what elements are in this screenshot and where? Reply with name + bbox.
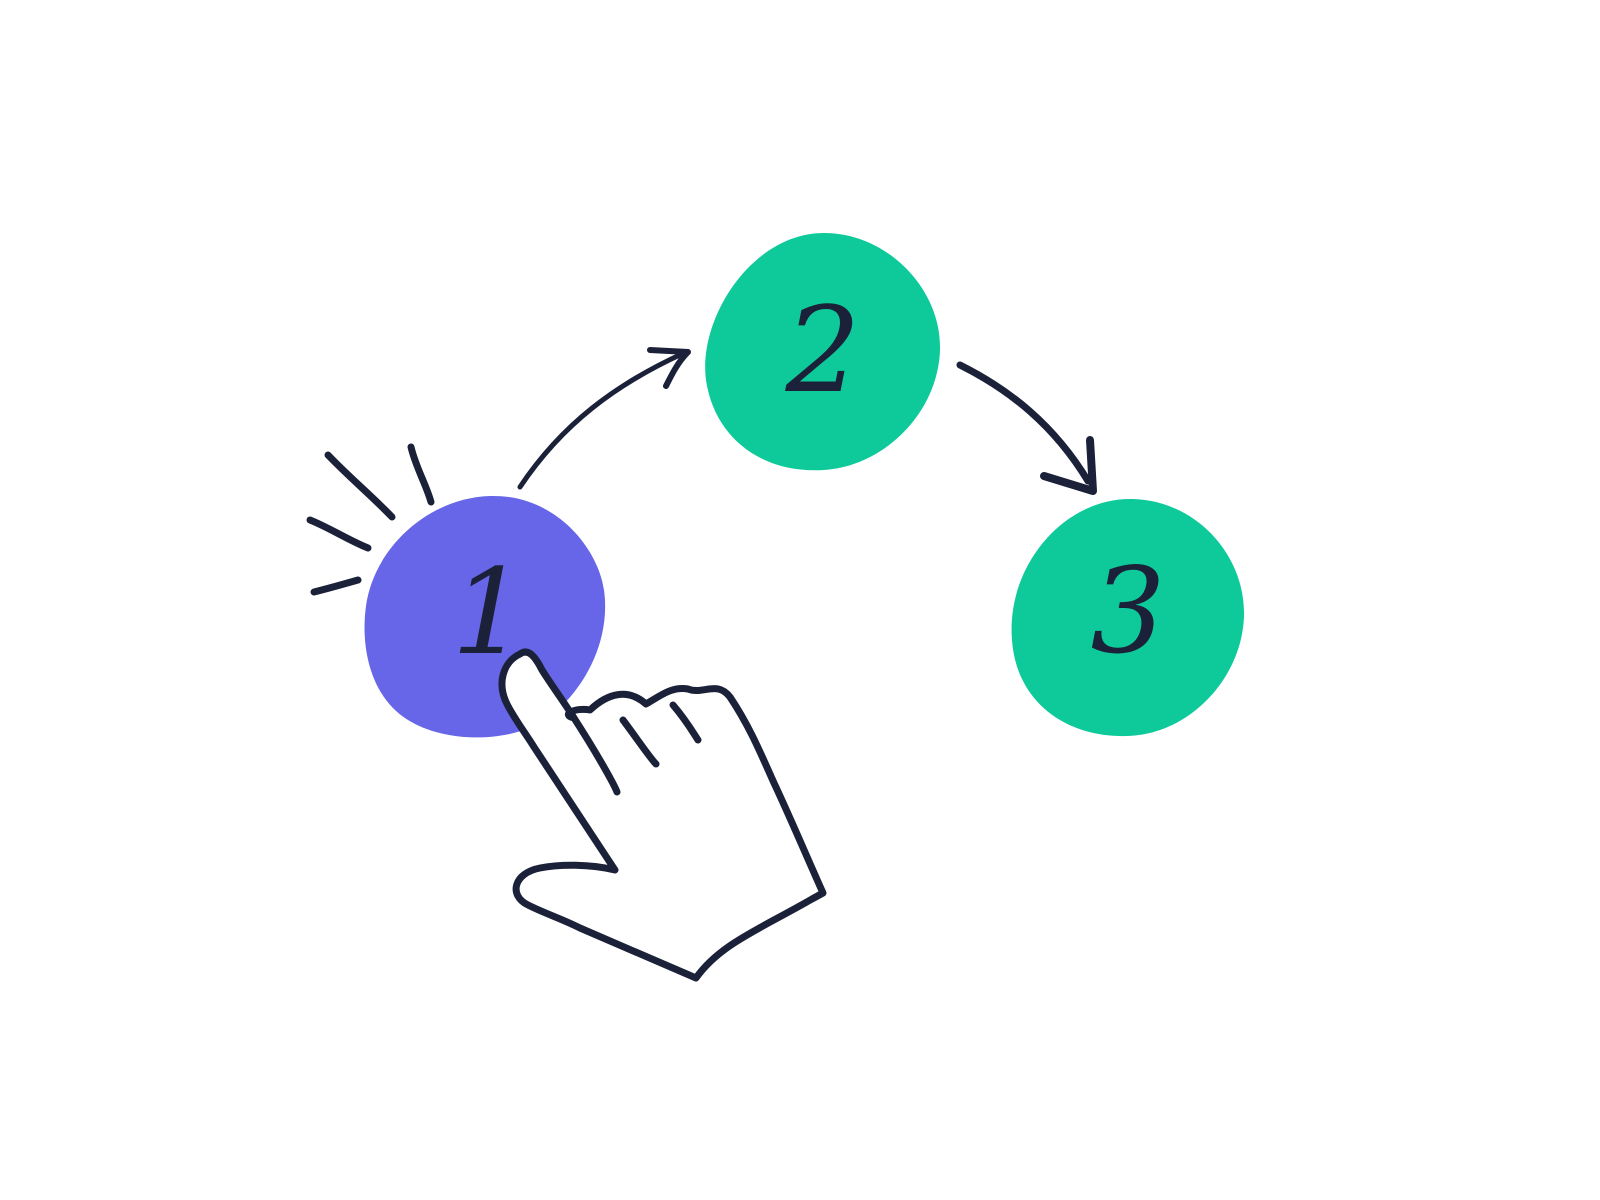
arrow-head — [647, 347, 691, 389]
hand-outline — [498, 648, 827, 982]
step-circle[interactable]: 1 — [364, 495, 606, 738]
burst-line — [407, 443, 435, 506]
step-number: 3 — [1090, 542, 1165, 680]
hand-finger-crease — [619, 716, 660, 768]
step-number: 2 — [784, 281, 860, 419]
curved-arrow-icon — [956, 361, 1097, 495]
step-circle[interactable]: 3 — [1011, 499, 1245, 737]
step-3-blob — [1011, 499, 1245, 737]
arrow-head — [1040, 436, 1097, 495]
hand-finger-crease — [570, 714, 621, 796]
burst-line — [310, 576, 362, 596]
burst-line — [324, 451, 396, 521]
step-2-blob — [705, 233, 941, 471]
pointing-hand-icon — [498, 648, 827, 982]
burst-line — [306, 516, 372, 552]
step-circle[interactable]: 2 — [705, 233, 941, 471]
hand-finger-crease — [669, 701, 702, 744]
curved-arrow-icon — [517, 347, 691, 490]
arrow-shaft — [517, 350, 687, 490]
arrow-shaft — [956, 361, 1092, 485]
click-burst-icon — [306, 443, 435, 596]
